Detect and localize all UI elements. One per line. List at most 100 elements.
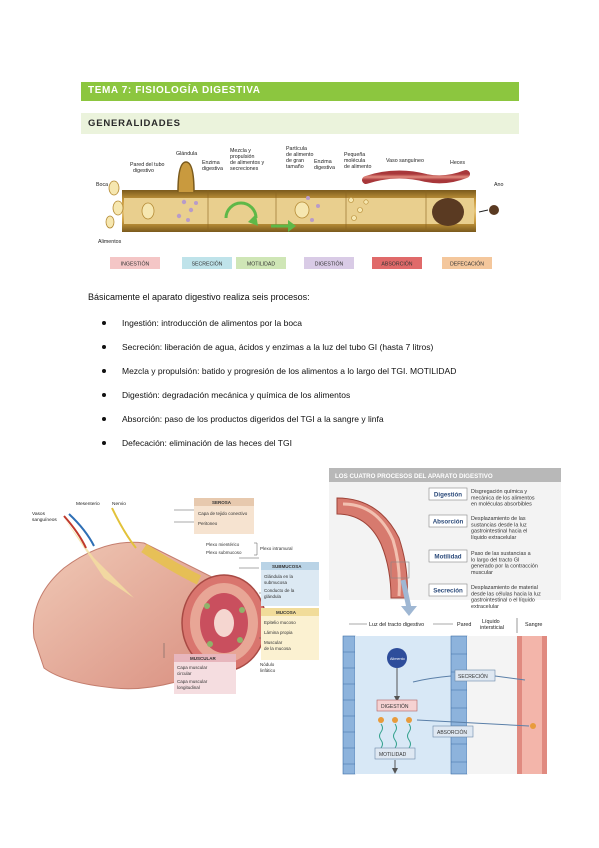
label-mezcla-2: propulsión [230, 154, 254, 160]
process-label: SECRECIÓN [192, 261, 223, 268]
label-nodulo-1: Nódulo [260, 662, 275, 667]
label-alimentos: Alimentos [98, 239, 122, 245]
label-enzima-2a: Enzima [314, 159, 332, 165]
label-pequena-1: Pequeña [344, 152, 365, 158]
label-vasos-2: sanguíneos [32, 517, 57, 523]
label-ano: Ano [494, 182, 503, 188]
mucosa-box [261, 608, 319, 660]
bullet-dot [102, 440, 106, 445]
bullet-text: Mezcla y propulsión: batido y progresión… [122, 366, 457, 376]
label-mezcla-4: secreciones [230, 166, 259, 172]
process-name: Secreción [433, 588, 463, 595]
process-description: mecánica de los alimentos [471, 495, 535, 501]
process-description: extracelular [471, 604, 499, 610]
label-glandula: Glándula [176, 151, 197, 157]
bullet-item: Mezcla y propulsión: batido y progresión… [102, 366, 456, 376]
label-particula-1: Partícula [286, 146, 307, 152]
process-label: MOTILIDAD [247, 262, 275, 268]
col-sangre: Sangre [525, 622, 542, 628]
label-nodulo-2: linfático [260, 668, 276, 673]
process-description: lo largo del tracto GI [471, 557, 520, 563]
label-digestion: DIGESTIÓN [381, 703, 409, 710]
label-plexo-mienterico: Plexo mientérico [206, 542, 240, 547]
process-badge [110, 257, 160, 269]
label-pared-2: digestivo [133, 168, 154, 174]
label-boca: Boca [96, 182, 108, 188]
label-particula-2: de alimento [286, 152, 313, 158]
label-enzima-1a: Enzima [202, 160, 220, 166]
label-nervio: Nervio [112, 501, 126, 507]
process-description: Desplazamiento de las [471, 516, 526, 522]
label-motilidad: MOTILIDAD [379, 752, 407, 758]
label-pared-1: Pared del tubo [130, 162, 165, 168]
muscular-item: Capa muscular [177, 665, 208, 670]
label-mezcla-3: de alimentos y [230, 160, 265, 166]
absorcion-box [432, 725, 474, 738]
mucosa-item: Muscular [264, 640, 283, 645]
label-pequena-3: de alimento [344, 164, 371, 170]
process-name: Absorción [433, 519, 464, 526]
bullet-dot [102, 344, 106, 349]
intro-text: Básicamente el aparato digestivo realiza… [88, 292, 310, 302]
serosa-item: Peritoneo [198, 521, 218, 526]
section-title: GENERALIDADES [88, 118, 181, 129]
label-vaso: Vaso sanguíneo [386, 158, 424, 164]
mucosa-item: Epitelio mucoso [264, 620, 296, 625]
bullet-item: Defecación: eliminación de las heces del… [102, 438, 292, 448]
section-bar [81, 113, 519, 134]
submucosa-item: Conducto de la [264, 588, 295, 593]
label-plexo-submucoso: Plexo submucoso [206, 550, 242, 555]
bullet-dot [102, 368, 106, 373]
serosa-title: SEROSA [212, 500, 232, 505]
process-name: Motilidad [434, 554, 461, 561]
bullet-text: Absorción: paso de los productos digerid… [122, 414, 384, 424]
page-title: TEMA 7: FISIOLOGÍA DIGESTIVA [88, 85, 261, 96]
bullet-item: Absorción: paso de los productos digerid… [102, 414, 384, 424]
col-pared: Pared [457, 622, 471, 628]
process-description: Desplazamiento de material [471, 585, 538, 591]
mucosa-title: MUCOSA [276, 610, 297, 615]
four-processes-figure: LOS CUATRO PROCESOS DEL APARATO DIGESTIV… [329, 468, 561, 775]
process-name: Digestión [434, 492, 462, 499]
process-name-box [428, 549, 468, 563]
muscular-item: longitudinal [177, 685, 200, 690]
submucosa-title: SUBMUCOSA [272, 564, 302, 569]
process-description: líquido extracelular [471, 535, 516, 541]
process-label: DIGESTIÓN [315, 261, 344, 268]
mucosa-item: de la mucosa [264, 646, 291, 651]
muscular-title: MUSCULAR [190, 656, 216, 661]
bullet-item: Secreción: liberación de agua, ácidos y … [102, 342, 433, 352]
gland-shape [177, 161, 195, 193]
label-heces: Heces [450, 160, 465, 166]
bullet-text: Ingestión: introducción de alimentos por… [122, 318, 303, 328]
process-label: DEFECACIÓN [450, 261, 484, 268]
bullet-dot [102, 392, 106, 397]
col-luz: Luz del tracto digestivo [369, 622, 424, 628]
process-name-box [428, 487, 468, 501]
serosa-item: Capa de tejido conectivo [198, 511, 248, 516]
process-description: muscular [471, 570, 493, 576]
process-label: ABSORCIÓN [381, 261, 412, 268]
label-particula-3: de gran [286, 158, 304, 164]
process-badge [182, 257, 232, 269]
label-enzima-2b: digestiva [314, 165, 335, 171]
process-badge [304, 257, 354, 269]
gut-wall-figure: Vasos sanguíneos Mesenterio Nervio SEROS… [32, 498, 319, 694]
secrecion-box [454, 669, 496, 682]
label-mesenterio: Mesenterio [76, 501, 100, 507]
process-description: Disgregación química y [471, 489, 527, 495]
fig3-title: LOS CUATRO PROCESOS DEL APARATO DIGESTIV… [335, 473, 493, 480]
bullet-dot [102, 320, 106, 325]
submucosa-item: submucosa [264, 580, 288, 585]
process-label: INGESTIÓN [121, 261, 150, 268]
label-pequena-2: molécula [344, 158, 365, 164]
label-secrecion: SECRECIÓN [458, 673, 488, 680]
digestion-box [376, 699, 418, 712]
label-particula-4: tamaño [286, 164, 304, 170]
col-liquido-1: Líquido [482, 619, 500, 625]
process-name-box [428, 514, 468, 528]
food-circle [387, 648, 407, 668]
process-description: generado por la contracción [471, 564, 538, 570]
process-name-box [428, 583, 468, 597]
process-description: gastrointestinal hacia el [471, 529, 527, 535]
